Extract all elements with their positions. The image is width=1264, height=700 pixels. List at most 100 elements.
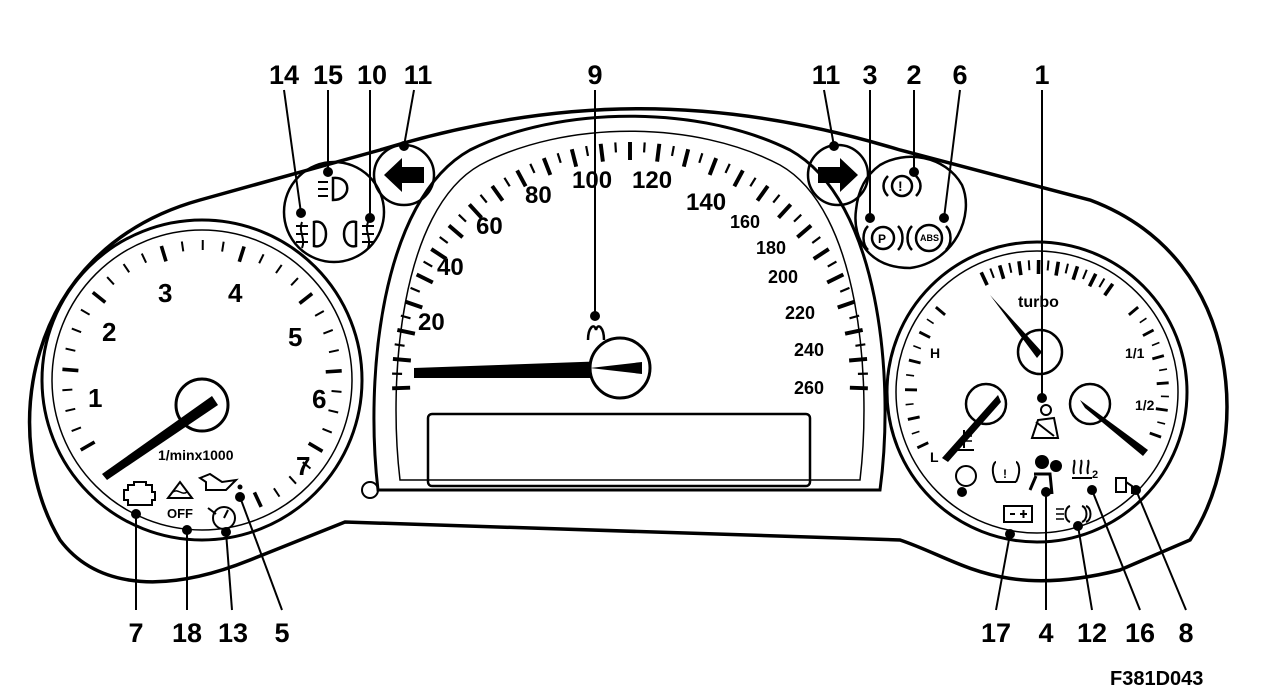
gauge-tick (905, 403, 914, 406)
indicator-ring-icon (955, 465, 977, 487)
gauge-tick (849, 385, 868, 391)
gauge-tick (439, 236, 449, 244)
abs-icon: ABS (906, 223, 952, 253)
speedo-bezel-inner (395, 130, 865, 481)
gauge-tick (614, 142, 618, 153)
callout-17: 17 (981, 618, 1011, 648)
gauge-tick (314, 310, 325, 317)
gauge-tick (755, 184, 770, 202)
indicator-dot-icon (957, 487, 967, 497)
gauge-tick (811, 236, 821, 244)
fuel-pump-icon (1115, 477, 1133, 494)
turbo-label: turbo (1018, 294, 1059, 311)
fuel-needle (1080, 400, 1148, 456)
gauge-tick (655, 143, 662, 162)
battery-icon (1003, 505, 1033, 523)
gauge-tick (62, 388, 73, 392)
tach-label-6: 6 (312, 384, 326, 414)
callout-11-left: 11 (404, 60, 433, 90)
callout-4: 4 (1038, 618, 1053, 648)
gauge-tick (71, 426, 82, 433)
gauge-tick (1103, 282, 1115, 297)
gauge-tick (237, 245, 246, 263)
tach-unit-label: 1/minx1000 (158, 447, 234, 463)
gauge-tick (918, 330, 931, 339)
gauge-tick (91, 290, 107, 304)
gauge-tick (71, 327, 82, 334)
gauge-tick (394, 343, 405, 347)
gauge-tick (916, 441, 929, 450)
gauge-tick (707, 157, 719, 176)
gauge-tick (1027, 260, 1031, 271)
temp-low-label: L (930, 449, 939, 465)
turbo-gauge-ticks (904, 259, 1169, 450)
gauge-tick (777, 203, 793, 220)
gauge-tick (1157, 421, 1166, 425)
callout-3: 3 (862, 60, 877, 90)
gauge-tick (325, 369, 342, 374)
svg-text:!: ! (1003, 467, 1007, 481)
gauge-tick (65, 407, 76, 413)
brake-warning-icon: ! (882, 174, 922, 198)
gauge-tick (1151, 341, 1160, 347)
gauge-tick (62, 367, 79, 373)
gauge-tick (467, 203, 483, 220)
traction-control-icon: OFF (166, 480, 194, 521)
gauge-tick (642, 142, 646, 153)
gauge-tick (772, 194, 781, 204)
callout-2: 2 (906, 60, 921, 90)
gauge-tick (1082, 269, 1088, 280)
gauge-tick (1087, 272, 1098, 288)
gauge-tick (415, 272, 434, 285)
gauge-tick (290, 277, 299, 287)
gauge-tick (848, 356, 868, 363)
gauge-tick (392, 385, 411, 391)
gauge-tick (273, 487, 281, 498)
speedo-label-40: 40 (437, 254, 464, 281)
gauge-tick (556, 152, 562, 164)
fuel-hub (1068, 382, 1112, 426)
speedo-label-180: 180 (756, 238, 786, 258)
turbo-needle (990, 295, 1042, 358)
callout-8: 8 (1178, 618, 1193, 648)
gauge-tick (302, 461, 312, 470)
gauge-tick (458, 213, 467, 223)
gauge-tick (1158, 368, 1168, 372)
airbag-icon (1028, 455, 1062, 495)
gauge-tick (749, 177, 757, 187)
speedo-label-140: 140 (686, 189, 726, 216)
temp-high-label: H (930, 345, 940, 361)
tach-needle (102, 396, 218, 480)
tach-label-1: 1 (88, 383, 102, 413)
tachometer: 1 2 3 4 5 6 7 1/minx1000 (40, 218, 364, 542)
gauge-tick (839, 286, 850, 293)
light-indicator-pod (282, 160, 386, 264)
gauge-tick (844, 327, 864, 336)
speedo-label-80: 80 (525, 182, 552, 209)
gauge-tick (328, 409, 339, 414)
gauge-tick (1149, 431, 1162, 439)
gauge-tick (1155, 407, 1168, 412)
gauge-tick (479, 194, 488, 204)
gauge-tick (1064, 263, 1069, 274)
cluster-outline (27, 107, 1229, 584)
callout-10: 10 (357, 60, 387, 90)
gauge-tick (698, 152, 704, 164)
gauge-tick (322, 427, 333, 434)
gauge-tick (911, 430, 920, 435)
fuel-half-label: 1/2 (1135, 397, 1155, 413)
tachometer-ticks (62, 239, 342, 508)
gauge-tick (529, 163, 536, 174)
front-fog-light-icon (296, 220, 328, 249)
gauge-tick (1008, 262, 1013, 273)
gauge-tick (122, 263, 131, 273)
gauge-tick (80, 308, 91, 316)
tach-label-4: 4 (228, 278, 243, 308)
callout-12: 12 (1077, 618, 1107, 648)
speedo-label-240: 240 (794, 340, 824, 360)
gauge-tick (913, 345, 922, 350)
gauge-tick (79, 440, 96, 452)
tach-label-3: 3 (158, 278, 172, 308)
gauge-tick (221, 241, 225, 252)
leader-lines (131, 89, 1187, 611)
